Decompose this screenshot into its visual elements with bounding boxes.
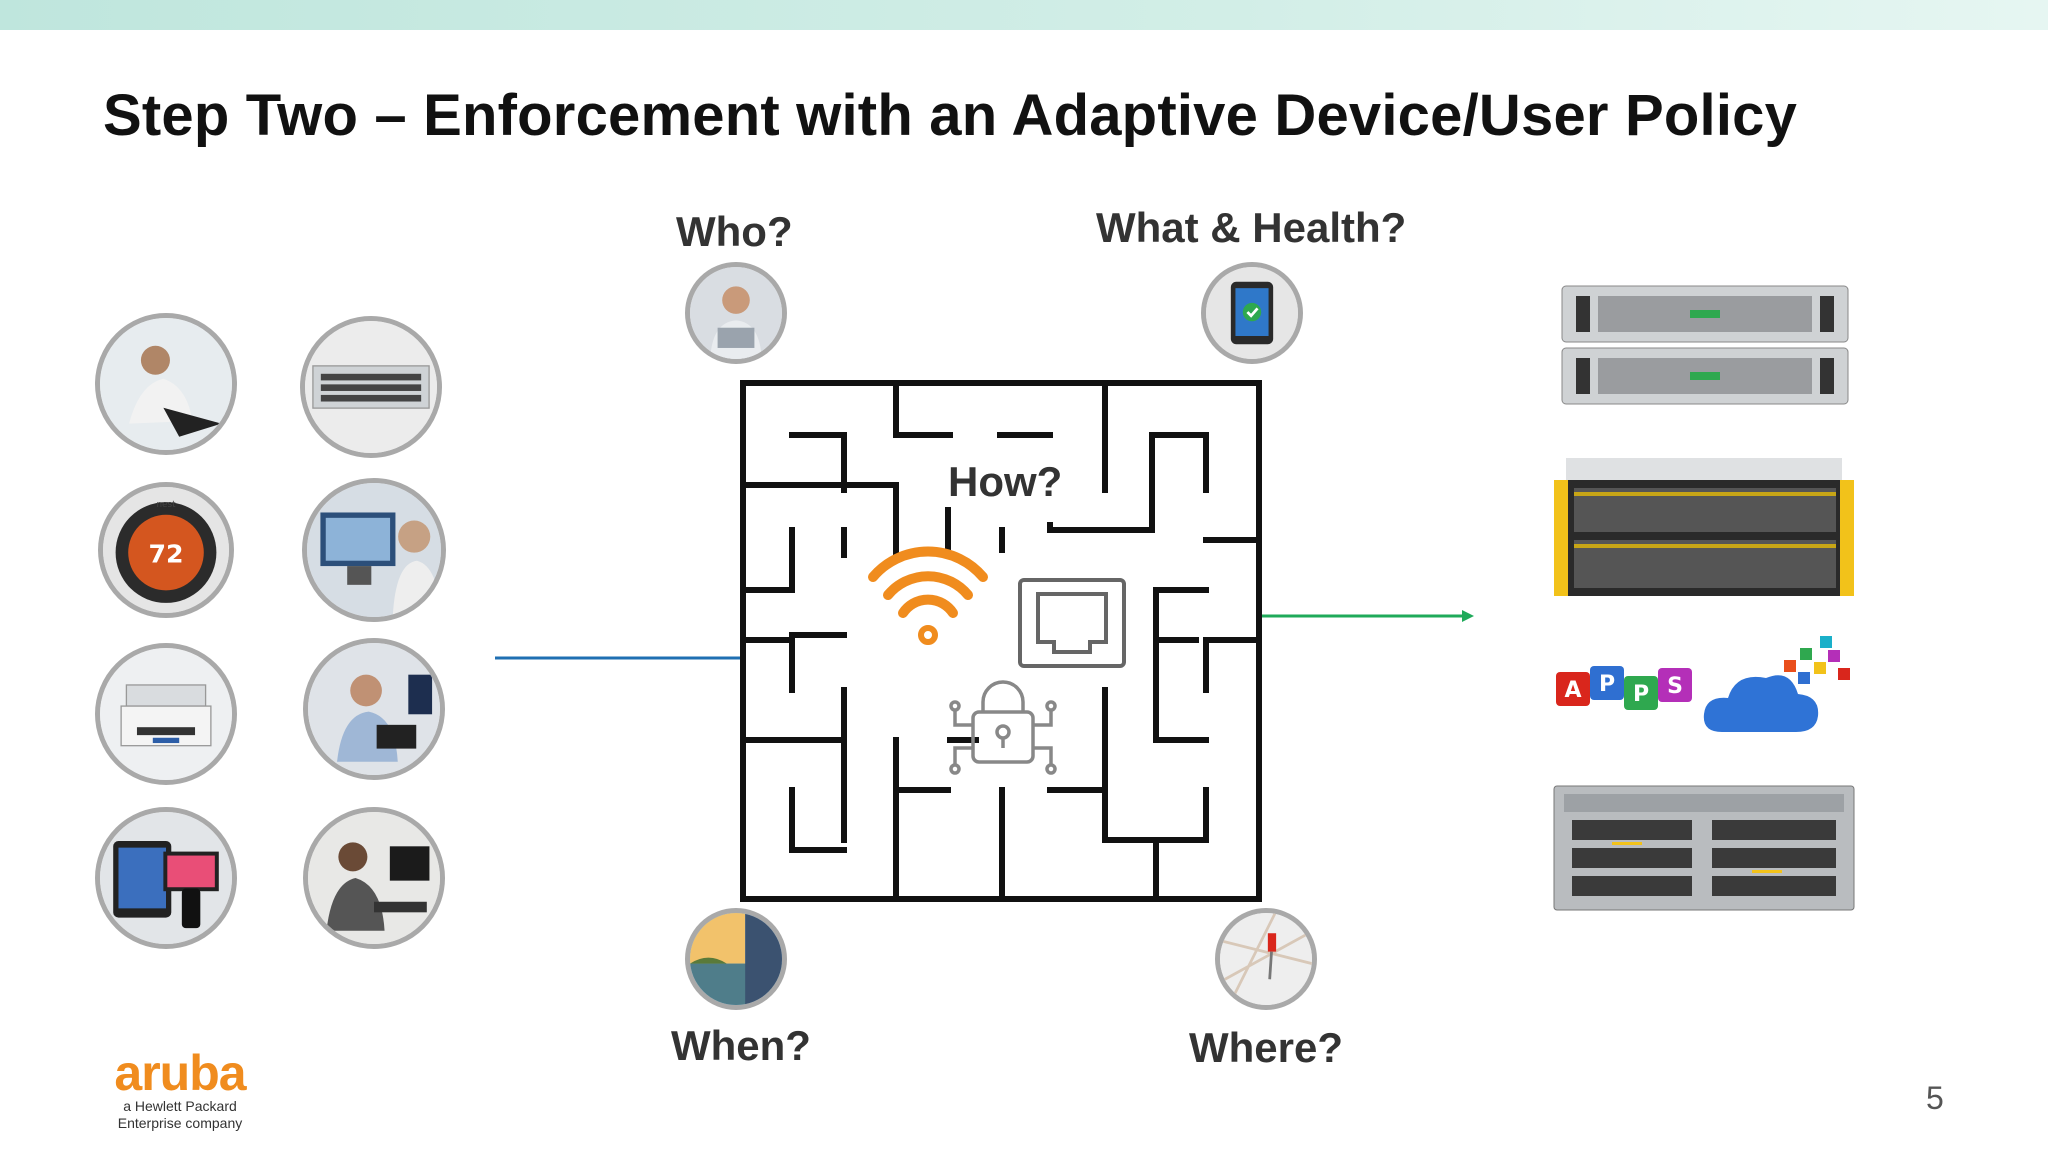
label-how: How? [948, 458, 1063, 505]
where-map-pin-image [1215, 908, 1317, 1010]
when-landscape-image [685, 908, 787, 1010]
storage-array-image [1552, 458, 1856, 598]
apps-cloud-image: A P P S [1552, 632, 1856, 744]
thermostat-reading: 72 [148, 540, 183, 569]
apps-letter-3: P [1633, 682, 1649, 707]
thermostat-brand: nest [156, 500, 176, 510]
apps-letter-2: P [1599, 672, 1615, 697]
office-worker-image [303, 638, 445, 780]
switch-chassis-image [1552, 782, 1856, 914]
padlock-network-icon [949, 680, 1057, 775]
thermostat-image: 72 nest [98, 482, 234, 618]
apps-letter-4: S [1667, 674, 1683, 699]
video-conference-image [302, 478, 446, 622]
top-accent-bar [0, 0, 2048, 30]
logo-tagline-2: Enterprise company [117, 1115, 243, 1131]
right-connector-arrow [1260, 610, 1474, 622]
label-who: Who? [676, 208, 793, 255]
policy-maze [740, 380, 1262, 902]
what-health-tablet-image [1201, 262, 1303, 364]
desk-user-image [303, 807, 445, 949]
label-when: When? [671, 1022, 811, 1069]
label-where: Where? [1189, 1024, 1344, 1071]
tablets-phones-image [95, 807, 237, 949]
aruba-logo: aruba a Hewlett Packard Enterprise compa… [100, 1048, 260, 1132]
logo-wordmark: aruba [114, 1045, 246, 1101]
network-switch-image [300, 316, 442, 458]
logo-tagline-1: a Hewlett Packard [123, 1098, 237, 1114]
apps-letter-1: A [1564, 678, 1581, 703]
wifi-icon [868, 546, 988, 645]
user-laptop-image [95, 313, 237, 455]
printer-image [95, 643, 237, 785]
ethernet-port-icon [1018, 578, 1126, 668]
page-number: 5 [1926, 1080, 1944, 1116]
slide-title: Step Two – Enforcement with an Adaptive … [103, 83, 1798, 148]
left-connector-line [495, 656, 741, 660]
label-what-health: What & Health? [1096, 204, 1407, 251]
who-person-image [685, 262, 787, 364]
server-rack-image [1560, 282, 1850, 412]
